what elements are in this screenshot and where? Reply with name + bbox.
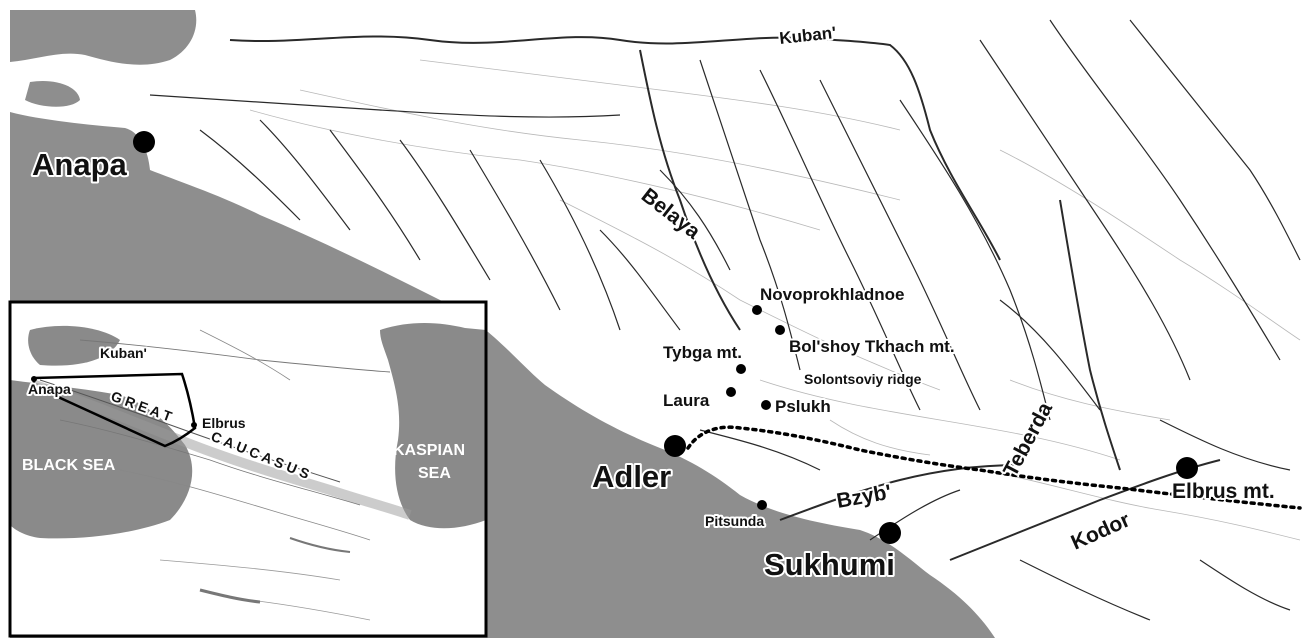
novoprokhladnoe-marker <box>752 305 762 315</box>
inset-frame <box>8 300 488 638</box>
inset-kuban-label: Kuban' <box>100 345 147 361</box>
border-line <box>686 425 1302 510</box>
anapa-marker <box>133 131 155 153</box>
inset-anapa-label: Anapa <box>28 381 71 397</box>
ridge-label: Solontsoviy ridge <box>804 371 922 387</box>
rivers <box>149 19 1301 621</box>
inset-black-sea <box>10 380 193 539</box>
inset-kaspian-label-2: SEA <box>418 465 451 482</box>
pslukh-label: Pslukh <box>775 397 831 416</box>
inset-kaspian-label-1: KASPIAN <box>393 442 465 459</box>
tybga-label: Tybga mt. <box>663 343 742 362</box>
sukhumi-label: Sukhumi <box>764 547 895 582</box>
adler-marker <box>664 435 686 457</box>
pslukh-marker <box>761 400 771 410</box>
inset-black-sea-label: BLACK SEA <box>22 457 116 474</box>
elbrus-label: Elbrus mt. <box>1172 480 1275 503</box>
bolshoy-tkhach-label: Bol'shoy Tkhach mt. <box>789 337 955 356</box>
terrain-contours <box>249 59 1301 541</box>
pitsunda-marker <box>757 500 767 510</box>
laura-label: Laura <box>663 391 710 410</box>
laura-marker <box>726 387 736 397</box>
tybga-marker <box>736 364 746 374</box>
anapa-label: Anapa <box>32 147 128 182</box>
pitsunda-label: Pitsunda <box>705 513 764 529</box>
kuban-river <box>229 35 1001 261</box>
elbrus-marker <box>1176 457 1198 479</box>
sukhumi-marker <box>879 522 901 544</box>
inset-azov-sea <box>28 325 120 366</box>
teberda-river <box>1059 199 1121 471</box>
taman-lagoon <box>25 80 80 107</box>
novoprokhladnoe-label: Novoprokhladnoe <box>760 285 905 304</box>
bzyb-river <box>779 464 1021 521</box>
inset-map: Kuban' Anapa Elbrus G R E A T C A U C A … <box>8 300 488 638</box>
inset-elbrus-label: Elbrus <box>202 415 246 431</box>
belaya-river <box>639 49 741 331</box>
adler-label: Adler <box>592 459 671 494</box>
azov-sea <box>10 10 197 65</box>
inset-caspian-sea <box>380 323 486 529</box>
bolshoy-tkhach-marker <box>775 325 785 335</box>
